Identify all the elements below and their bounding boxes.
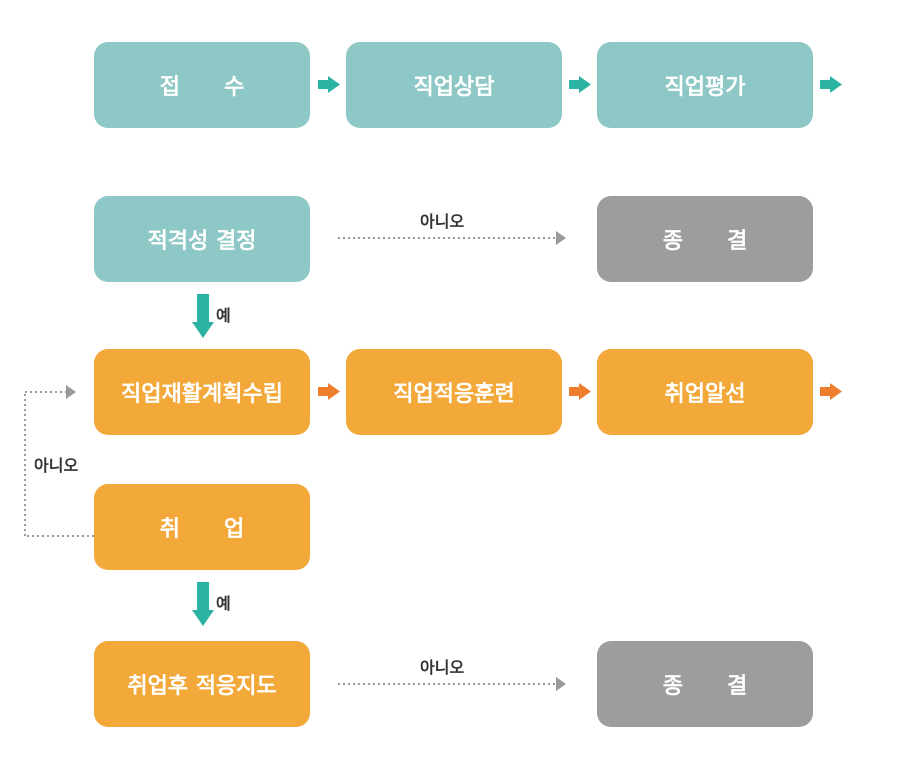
arrow-right-icon — [318, 76, 340, 93]
dotted-loop-no — [24, 385, 94, 537]
step-employment-label: 취 업 — [159, 517, 245, 542]
dotted-arrow-no-bottom — [338, 677, 566, 691]
label-no-bottom: 아니오 — [420, 658, 465, 677]
step-eligibility-label: 적격성 결정 — [147, 229, 257, 254]
step-counseling: 직업상담 — [346, 42, 562, 128]
arrow-down-icon — [192, 294, 214, 338]
step-adaptation-training: 직업적응훈련 — [346, 349, 562, 435]
step-end-bottom: 종 결 — [597, 641, 813, 727]
arrow-down-icon — [192, 582, 214, 626]
step-rehab-plan-label: 직업재활계획수립 — [121, 382, 283, 407]
step-rehab-plan: 직업재활계획수립 — [94, 349, 310, 435]
arrow-right-icon — [569, 76, 591, 93]
step-employment: 취 업 — [94, 484, 310, 570]
step-job-placement-label: 취업알선 — [664, 382, 746, 407]
dotted-arrow-no-top — [338, 231, 566, 245]
step-followup: 취업후 적응지도 — [94, 641, 310, 727]
arrow-right-icon — [318, 383, 340, 400]
arrow-right-icon — [820, 76, 842, 93]
arrow-right-icon — [569, 383, 591, 400]
step-followup-label: 취업후 적응지도 — [127, 674, 277, 699]
step-counseling-label: 직업상담 — [413, 75, 495, 100]
arrow-right-icon — [820, 383, 842, 400]
label-no-top: 아니오 — [420, 212, 465, 231]
step-intake-label: 접 수 — [159, 75, 245, 100]
step-eligibility: 적격성 결정 — [94, 196, 310, 282]
step-adaptation-training-label: 직업적응훈련 — [393, 382, 515, 407]
step-evaluation: 직업평가 — [597, 42, 813, 128]
label-yes-2: 예 — [216, 594, 231, 613]
step-job-placement: 취업알선 — [597, 349, 813, 435]
step-evaluation-label: 직업평가 — [664, 75, 746, 100]
step-end-bottom-label: 종 결 — [662, 674, 748, 699]
step-intake: 접 수 — [94, 42, 310, 128]
label-no-left: 아니오 — [34, 456, 79, 475]
step-end-top-label: 종 결 — [662, 229, 748, 254]
label-yes-1: 예 — [216, 306, 231, 325]
step-end-top: 종 결 — [597, 196, 813, 282]
